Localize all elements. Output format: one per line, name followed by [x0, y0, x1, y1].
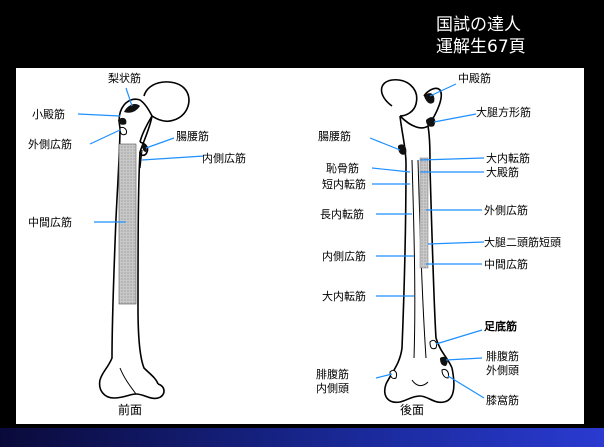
front-femur-neck	[118, 98, 153, 143]
label-adductor-magnus-left: 大内転筋	[322, 290, 366, 303]
front-vastus-intermedius-area	[118, 143, 137, 305]
label-gluteus-maximus: 大殿筋	[486, 166, 519, 179]
slide-title: 国試の達人 運解生67頁	[436, 14, 576, 58]
back-femur-trochanter	[399, 87, 443, 129]
front-leader-lines	[77, 87, 205, 223]
label-gluteus-minimus: 小殿筋	[32, 108, 65, 121]
back-femur-condyles	[384, 367, 455, 404]
caption-front: 前面	[118, 403, 143, 417]
back-femur-drawing	[380, 79, 455, 404]
label-iliopsoas-back: 腸腰筋	[318, 130, 351, 143]
diagram-panel: 梨状筋 小殿筋 外側広筋 腸腰筋 内側広筋 中間広筋 前面 中殿筋 大腿方形筋 …	[16, 68, 584, 424]
title-line-2: 運解生67頁	[436, 37, 526, 57]
label-gastrocnemius-medial-1: 腓腹筋	[316, 368, 349, 381]
back-leader-lines	[369, 83, 485, 399]
label-adductor-longus: 長内転筋	[320, 208, 364, 221]
label-gastrocnemius-lateral-2: 外側頭	[486, 364, 519, 377]
front-iliopsoas-attachment	[142, 144, 147, 152]
label-gluteus-medius: 中殿筋	[458, 72, 491, 85]
back-popliteus-attachment	[441, 369, 449, 379]
back-quadratus-attachment	[426, 117, 436, 127]
front-femur-head	[143, 81, 190, 123]
back-intermedius-area	[419, 157, 429, 269]
front-piriformis-attachment	[124, 104, 140, 113]
back-gastro-lateral-attachment	[440, 356, 448, 366]
front-femur-drawing	[98, 81, 190, 400]
caption-back: 後面	[400, 403, 425, 417]
front-femur-shaft-left	[99, 127, 121, 381]
bottom-gradient-bar	[0, 428, 604, 447]
label-gastrocnemius-lateral-1: 腓腹筋	[486, 350, 519, 363]
label-pectineus: 恥骨筋	[326, 162, 359, 175]
front-minimus-attachment	[118, 117, 127, 125]
back-intercondylar	[411, 379, 429, 387]
label-adductor-brevis: 短内転筋	[322, 178, 366, 191]
label-vastus-lateralis-front: 外側広筋	[28, 138, 72, 151]
label-vastus-medialis-back: 内側広筋	[322, 250, 366, 263]
label-vastus-lateralis-back: 外側広筋	[484, 204, 528, 217]
label-popliteus: 膝窩筋	[486, 394, 519, 407]
front-lateralis-attachment	[119, 127, 127, 136]
back-femur-shaft-left	[385, 115, 407, 385]
front-femur-condyle-line	[119, 367, 137, 395]
back-plantaris-attachment	[429, 339, 437, 350]
title-line-1: 国試の達人	[436, 15, 521, 35]
front-femur-condyles	[98, 379, 165, 400]
back-femur-head	[380, 79, 418, 117]
label-vastus-medialis-front: 内側広筋	[202, 152, 246, 165]
back-gastro-medial-attachment	[389, 369, 397, 379]
label-quadratus-femoris: 大腿方形筋	[476, 106, 531, 119]
front-medialis-line	[139, 149, 143, 169]
label-piriformis: 梨状筋	[108, 72, 141, 85]
label-biceps-short-head: 大腿二頭筋短頭	[484, 236, 561, 249]
label-iliopsoas-front: 腸腰筋	[176, 130, 209, 143]
back-iliopsoas-attachment	[398, 144, 407, 155]
label-vastus-intermedius-back: 中間広筋	[484, 258, 528, 271]
label-vastus-intermedius-front: 中間広筋	[28, 216, 72, 229]
label-plantaris: 足底筋	[484, 320, 517, 333]
label-gastrocnemius-medial-2: 内側頭	[316, 382, 349, 395]
back-femur-shaft-right	[427, 125, 453, 369]
back-linea-aspera-1	[411, 159, 416, 359]
femur-diagram	[77, 79, 485, 404]
front-lesser-trochanter	[139, 141, 149, 157]
label-adductor-magnus-right: 大内転筋	[486, 152, 530, 165]
